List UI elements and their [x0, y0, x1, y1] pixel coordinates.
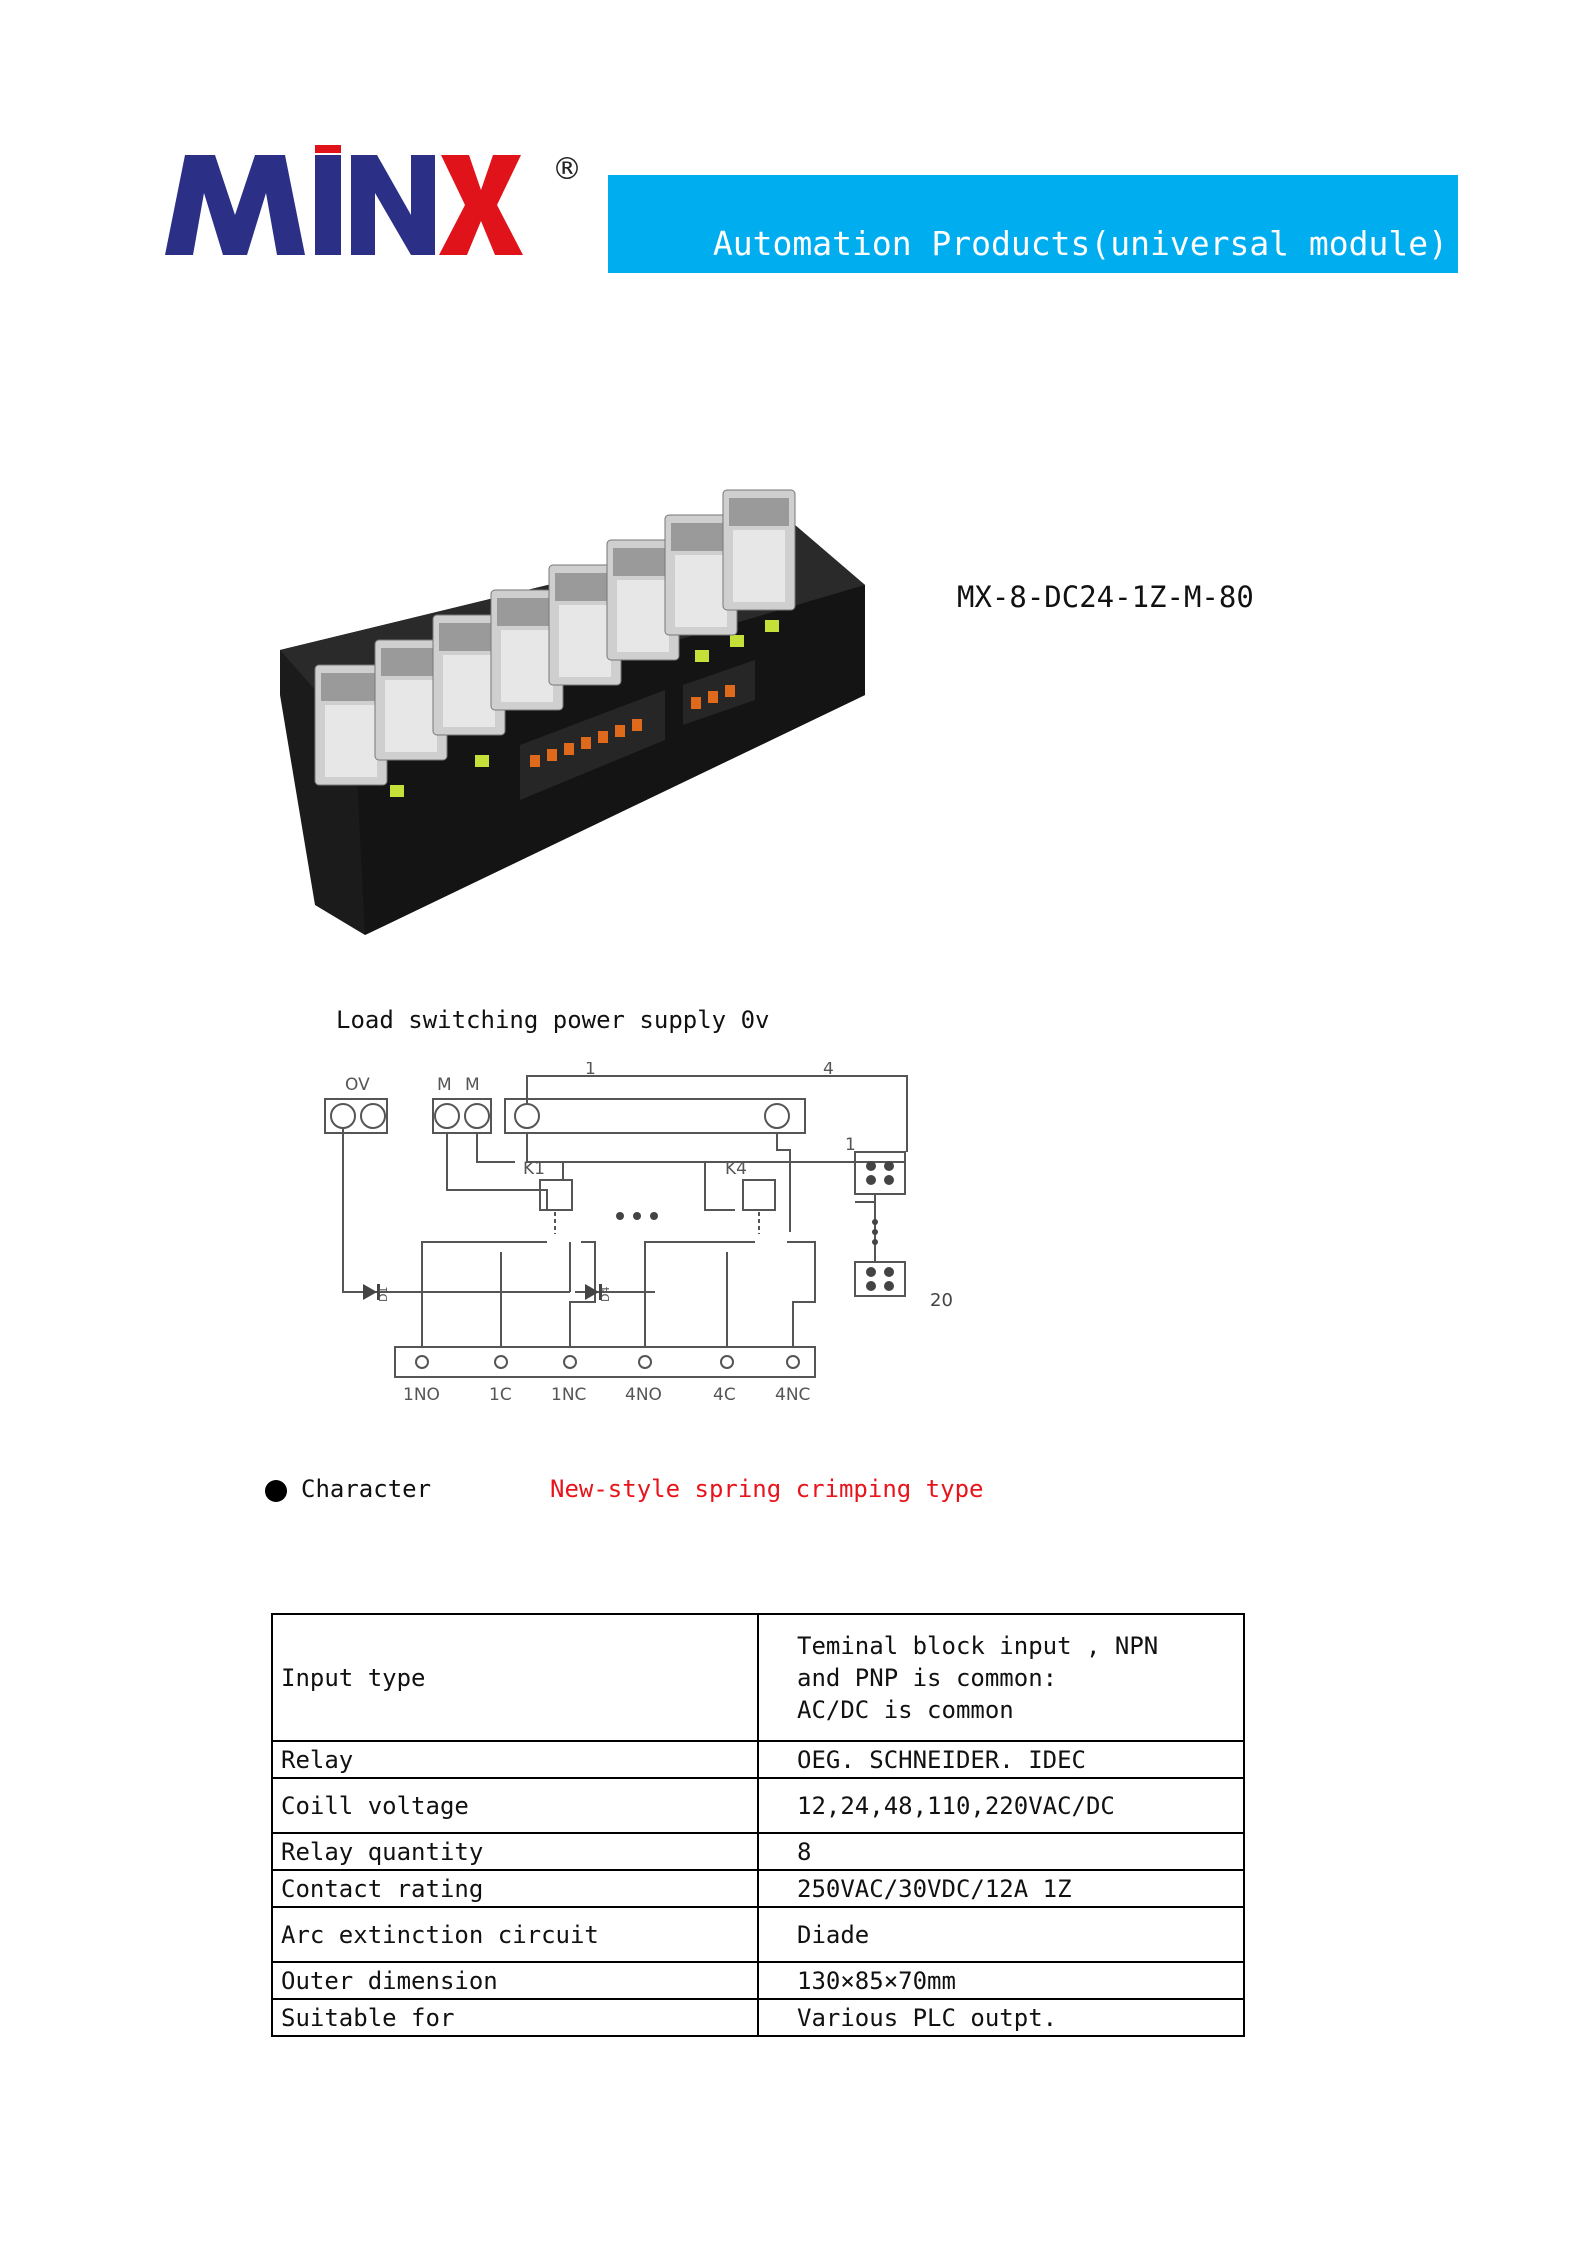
spec-name: Arc extinction circuit: [271, 1906, 759, 1963]
label-d1: D1: [377, 1287, 390, 1302]
banner-title: Automation Products(universal module): [712, 224, 1448, 263]
spec-value-line: and PNP is common:: [797, 1663, 1058, 1692]
label-m1: M: [437, 1075, 452, 1095]
label-d4: D4: [599, 1287, 612, 1302]
character-label: Character: [301, 1475, 432, 1503]
table-row: Contact rating 250VAC/30VDC/12A 1Z: [271, 1869, 1245, 1908]
character-value: New-style spring crimping type: [550, 1475, 984, 1503]
spec-name: Relay: [271, 1740, 759, 1779]
spec-name: Input type: [271, 1613, 759, 1742]
spec-name: Coill voltage: [271, 1777, 759, 1834]
spec-value: 12,24,48,110,220VAC/DC: [757, 1777, 1245, 1834]
table-row: Suitable for Various PLC outpt.: [271, 1998, 1245, 2037]
spec-value-line: 250VAC/30VDC/12A 1Z: [797, 1874, 1072, 1903]
spec-value-line: 130×85×70mm: [797, 1966, 956, 1995]
registered-mark: ®: [552, 152, 582, 187]
spec-value-line: OEG. SCHNEIDER. IDEC: [797, 1745, 1086, 1774]
spec-value: 130×85×70mm: [757, 1961, 1245, 2000]
spec-table: Input type Teminal block input , NPN and…: [271, 1613, 1245, 2037]
diagram-caption: Load switching power supply 0v: [336, 1006, 770, 1034]
label-1c: 1C: [489, 1385, 512, 1405]
label-1no: 1NO: [403, 1385, 440, 1405]
table-row: Relay OEG. SCHNEIDER. IDEC: [271, 1740, 1245, 1779]
spec-name: Suitable for: [271, 1998, 759, 2037]
spec-value: Various PLC outpt.: [757, 1998, 1245, 2037]
spec-value-line: AC/DC is common: [797, 1695, 1014, 1724]
header-banner: Automation Products(universal module): [608, 175, 1458, 273]
spec-value-line: 12,24,48,110,220VAC/DC: [797, 1791, 1115, 1820]
spec-value: Diade: [757, 1906, 1245, 1963]
table-row: Coill voltage 12,24,48,110,220VAC/DC: [271, 1777, 1245, 1834]
bullet-icon: [265, 1480, 287, 1502]
spec-value: OEG. SCHNEIDER. IDEC: [757, 1740, 1245, 1779]
label-4nc: 4NC: [775, 1385, 810, 1405]
spec-value: 250VAC/30VDC/12A 1Z: [757, 1869, 1245, 1908]
wiring-diagram: OV M M 1 4 K1 K4 1 1NO 1C 1NC 4NO 4C 4NC…: [324, 1062, 908, 1405]
table-row: Arc extinction circuit Diade: [271, 1906, 1245, 1963]
table-row: Outer dimension 130×85×70mm: [271, 1961, 1245, 2000]
spec-name: Outer dimension: [271, 1961, 759, 2000]
table-row: Input type Teminal block input , NPN and…: [271, 1613, 1245, 1742]
spec-value: 8: [757, 1832, 1245, 1871]
spec-value: Teminal block input , NPN and PNP is com…: [757, 1613, 1245, 1742]
spec-value-line: Diade: [797, 1920, 870, 1949]
minxi-logo: [165, 145, 523, 255]
product-photo: [280, 489, 865, 935]
spec-name: Contact rating: [271, 1869, 759, 1908]
label-4: 4: [823, 1062, 834, 1079]
spec-value-line: Various PLC outpt.: [797, 2003, 1058, 2032]
spec-value-line: Teminal block input , NPN: [797, 1631, 1159, 1660]
label-m2: M: [465, 1075, 480, 1095]
label-k1: K1: [523, 1159, 545, 1179]
label-side-1: 1: [845, 1135, 856, 1155]
diagram-note: 20: [930, 1290, 953, 1311]
label-1nc: 1NC: [551, 1385, 586, 1405]
label-ov: OV: [345, 1075, 370, 1095]
label-1: 1: [585, 1062, 596, 1079]
model-number: MX-8-DC24-1Z-M-80: [957, 580, 1254, 614]
table-row: Relay quantity 8: [271, 1832, 1245, 1871]
spec-name: Relay quantity: [271, 1832, 759, 1871]
spec-value-line: 8: [797, 1837, 812, 1866]
label-k4: K4: [725, 1159, 747, 1179]
label-4c: 4C: [713, 1385, 736, 1405]
label-4no: 4NO: [625, 1385, 662, 1405]
